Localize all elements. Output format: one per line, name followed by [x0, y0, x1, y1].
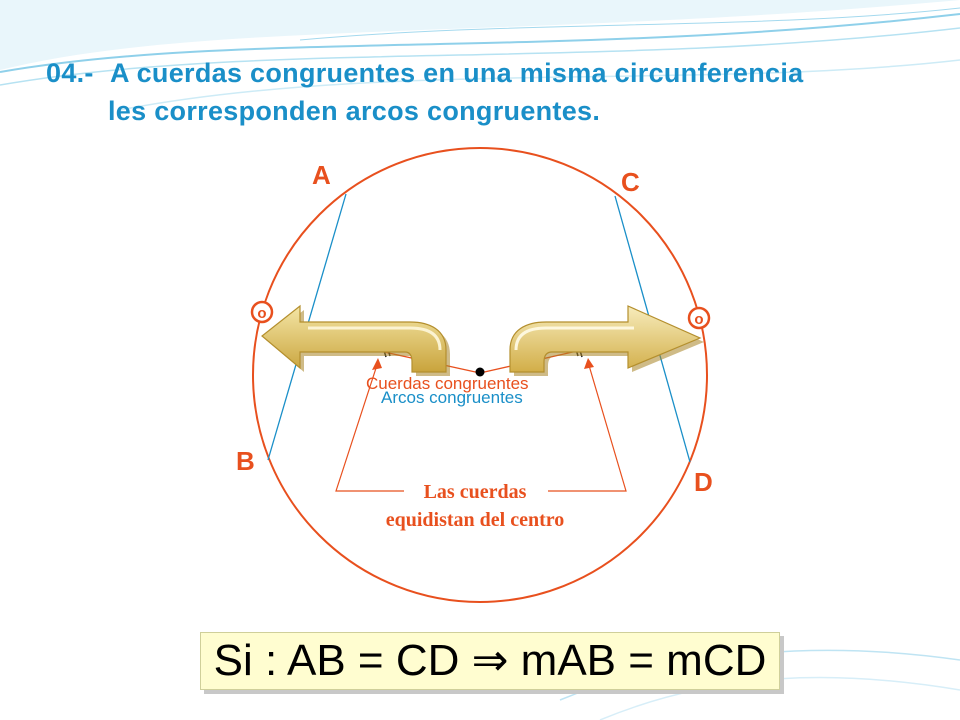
- title-line-2: les corresponden arcos congruentes.: [108, 96, 601, 126]
- arc-marker-right: o: [687, 306, 711, 330]
- decorative-swoosh: [0, 0, 960, 111]
- curved-arrow-right: [509, 305, 704, 376]
- point-label-c: C: [621, 167, 640, 197]
- title-line-1: A cuerdas congruentes en una misma circu…: [110, 58, 804, 88]
- point-label-d: D: [694, 467, 713, 497]
- point-label-b: B: [236, 446, 255, 476]
- circumference: [252, 147, 708, 603]
- label-congruent-arcs: Arcos congruentes: [381, 388, 523, 407]
- callout-bracket: [335, 361, 627, 492]
- curved-arrow-left: [261, 304, 450, 376]
- center-point: [475, 367, 485, 377]
- svg-text:o: o: [257, 305, 266, 322]
- label-congruent-chords: Cuerdas congruentes: [366, 374, 529, 393]
- arc-marker-left: o: [250, 300, 274, 324]
- svg-text:o: o: [694, 311, 703, 328]
- formula-text: Si : AB = CD ⇒ mAB = mCD: [213, 636, 767, 685]
- callout-note: Las cuerdas equidistan del centro: [385, 481, 565, 531]
- callout-arrowheads: [372, 358, 594, 370]
- formula-box: Si : AB = CD ⇒ mAB = mCD: [200, 632, 780, 690]
- title-number: 04.-: [46, 58, 94, 88]
- point-label-a: A: [312, 160, 331, 190]
